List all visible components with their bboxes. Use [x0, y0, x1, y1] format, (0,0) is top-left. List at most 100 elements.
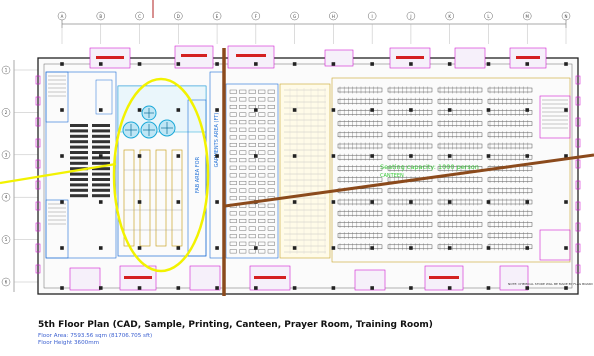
yellow-highlight-ellipse — [112, 77, 210, 273]
training-desk — [248, 196, 256, 201]
structural-column — [292, 246, 297, 250]
cad-desk — [92, 194, 110, 198]
training-desk — [248, 158, 256, 163]
canteen-table — [337, 177, 383, 182]
canteen-table — [437, 233, 483, 238]
grid-bubble-label: K — [448, 14, 451, 19]
grid-bubble — [96, 11, 106, 21]
structural-column — [176, 246, 181, 250]
training-desk — [248, 120, 256, 125]
garments-area-label: GARMENTS AREA (FT) — [214, 113, 220, 168]
structural-column — [215, 62, 219, 66]
cad-desk — [92, 156, 110, 160]
training-desk — [229, 188, 237, 193]
structural-column — [60, 286, 64, 290]
canteen-table — [437, 166, 483, 171]
training-desk — [229, 127, 237, 132]
training-desk — [248, 241, 256, 246]
canteen-table — [487, 87, 533, 93]
grid-bubble-label: B — [99, 14, 102, 19]
cad-desk — [92, 183, 110, 187]
training-desk — [239, 226, 247, 231]
grid-bubble-label: E — [216, 14, 219, 19]
structural-column — [98, 246, 103, 250]
training-desk — [248, 142, 256, 147]
grid-bubble — [445, 11, 454, 21]
structural-column — [98, 200, 103, 204]
structural-column — [292, 200, 297, 204]
structural-column — [137, 286, 142, 290]
training-desk — [267, 249, 275, 254]
canteen-table — [387, 121, 433, 126]
canteen-table — [487, 177, 533, 182]
structural-column — [176, 108, 181, 112]
structural-column — [215, 286, 219, 290]
training-desk — [248, 127, 256, 132]
canteen-table — [337, 199, 383, 205]
training-desk — [229, 249, 237, 254]
brown-markup-line — [224, 153, 594, 208]
training-desk — [267, 241, 275, 246]
training-desk — [229, 180, 237, 185]
grid-bubble — [406, 11, 416, 21]
training-desk — [239, 89, 247, 94]
structural-column — [409, 200, 413, 204]
canteen-table — [437, 143, 483, 149]
left-stair-hatching — [48, 75, 66, 225]
training-desk — [239, 97, 247, 102]
structural-column — [525, 246, 530, 250]
grid-bubble — [251, 11, 261, 21]
structural-column — [370, 200, 374, 204]
cad-desk — [92, 178, 110, 181]
training-desk — [258, 135, 266, 140]
structural-column — [409, 286, 413, 290]
cad-desk — [70, 194, 88, 198]
grid-bubble-label: 5 — [5, 237, 8, 242]
training-desk — [267, 127, 275, 132]
grid-bubble — [1, 108, 11, 117]
wall-opening — [35, 96, 41, 106]
wall-opening — [575, 243, 581, 253]
training-desk — [239, 142, 247, 147]
structural-column — [292, 62, 297, 66]
training-desk — [239, 104, 247, 109]
wall-opening — [35, 138, 41, 148]
training-desk — [267, 104, 275, 109]
training-desk — [248, 203, 256, 208]
grid-bubble — [1, 65, 11, 75]
grid-bubble-label: G — [293, 14, 296, 19]
structural-column — [254, 62, 258, 66]
training-desk — [258, 226, 266, 231]
training-desk-grid — [229, 89, 275, 254]
structural-column — [409, 62, 413, 66]
canteen-table — [437, 154, 483, 160]
sample-table-divisions — [124, 169, 182, 231]
structural-column — [447, 154, 452, 158]
structural-column — [60, 154, 64, 158]
training-desk — [229, 234, 237, 239]
wall-opening — [575, 138, 581, 148]
wall-opening — [575, 222, 581, 232]
training-desk — [248, 226, 256, 231]
training-desk — [229, 150, 237, 155]
structural-column — [525, 108, 530, 112]
structural-column — [370, 246, 374, 250]
canteen-table — [437, 121, 483, 126]
structural-column — [137, 200, 142, 204]
structural-column — [176, 154, 181, 158]
structural-column — [60, 62, 64, 66]
training-desk — [248, 97, 256, 102]
training-desk — [258, 188, 266, 193]
training-desk — [239, 196, 247, 201]
structural-column — [98, 154, 103, 158]
training-desk — [239, 173, 247, 178]
training-desk — [229, 158, 237, 163]
cad-desk — [92, 124, 110, 127]
structural-column — [331, 62, 336, 66]
structural-column — [292, 286, 297, 290]
cad-desk — [70, 167, 88, 171]
grid-bubble-label: N — [565, 14, 568, 19]
training-desk — [267, 165, 275, 170]
training-desk — [267, 218, 275, 223]
training-desk — [239, 218, 247, 223]
